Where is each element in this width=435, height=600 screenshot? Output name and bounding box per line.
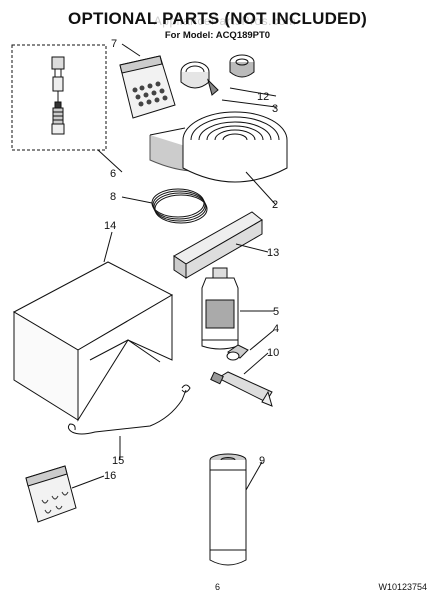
part-13-foam-bar: [173, 211, 263, 279]
part-12-tape-rolls: [180, 54, 255, 96]
callout-numbers: 7 12 3 6 8 2 14 13 5 4 10 9 15 16: [104, 38, 279, 482]
watermark: AppliancePartsPros.com: [153, 14, 297, 28]
callout-9: 9: [259, 455, 265, 467]
page-number: 6: [214, 582, 220, 592]
part-4-cap: [226, 344, 249, 361]
callout-6: 6: [110, 168, 116, 180]
part-6-valve-kit: [11, 44, 107, 151]
callout-2: 2: [272, 199, 278, 211]
callout-15: 15: [112, 455, 124, 467]
part-5-bottle: [201, 267, 239, 350]
document-code: W10123754: [378, 582, 427, 592]
part-10-tube: [210, 371, 273, 407]
part-8-wire-coil: [151, 188, 208, 224]
page-title: OPTIONAL PARTS (NOT INCLUDED): [68, 9, 367, 28]
part-15-cord: [67, 384, 191, 435]
callout-13: 13: [267, 247, 279, 259]
callout-4: 4: [273, 323, 279, 335]
part-9-can: [209, 453, 247, 566]
callout-12: 12: [257, 91, 269, 103]
leader-lines: [71, 43, 277, 491]
callout-3: 3: [272, 103, 278, 115]
model-subtitle: For Model: ACQ189PT0: [164, 30, 271, 41]
callout-5: 5: [273, 306, 279, 318]
callout-14: 14: [104, 220, 116, 232]
callout-16: 16: [104, 470, 116, 482]
part-16-small-bag: [25, 465, 77, 523]
part-3-foam-coil: [149, 111, 288, 183]
callout-10: 10: [267, 347, 279, 359]
callout-8: 8: [110, 191, 116, 203]
part-7-hardware-bag: [119, 55, 176, 119]
part-14-side-curtain: [12, 261, 174, 422]
callout-7: 7: [111, 38, 117, 50]
